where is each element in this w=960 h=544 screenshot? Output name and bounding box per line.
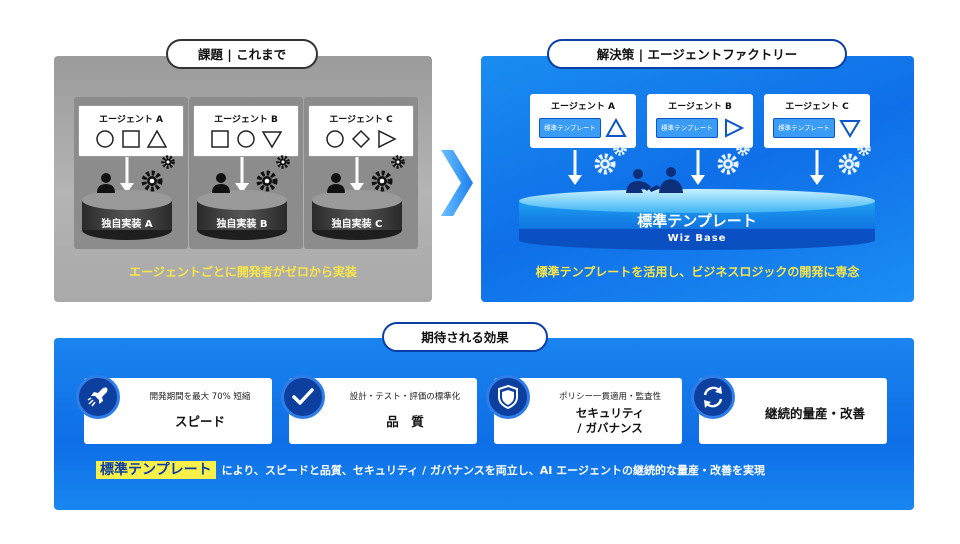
effect-subtitle: 設計・テスト・評価の標準化 [349, 392, 461, 402]
triangle-up-icon [605, 118, 627, 137]
effect-subtitle: 開発期間を最大 70% 短縮 [149, 392, 251, 402]
agent-card-b: エージェント B [193, 105, 299, 157]
agent-name: エージェント C [329, 115, 393, 125]
effect-title: 品 質 [386, 414, 424, 429]
factory-agent-card-a: エージェント A 標準テンプレート [530, 94, 636, 148]
refresh-icon [691, 375, 735, 419]
transition-arrow-icon [441, 150, 473, 216]
legacy-implementation-graphics [82, 155, 405, 240]
summary-text: により、スピードと品質、セキュリティ / ガバナンスを両立し、AI エージェント… [221, 464, 765, 477]
current-state-header: 課題 | これまで [166, 39, 318, 69]
effect-card-security: ポリシー一貫適用・監査性 セキュリティ / ガバナンス [486, 375, 682, 444]
platform-base-label: Wiz Base [667, 233, 727, 244]
rocket-icon [76, 375, 120, 419]
solution-header: 解決策 | エージェントファクトリー [547, 39, 847, 69]
agent-name: エージェント A [99, 115, 163, 125]
agent-name: エージェント B [214, 115, 278, 125]
effect-title: セキュリティ / ガバナンス [575, 406, 645, 435]
template-chip: 標準テンプレート [773, 118, 835, 138]
shield-icon [486, 375, 530, 419]
effect-subtitle: ポリシー一貫適用・監査性 [558, 392, 661, 402]
agent-card-a: エージェント A [78, 105, 184, 157]
factory-agent-card-b: エージェント B 標準テンプレート [647, 94, 753, 148]
effect-card-quality: 設計・テスト・評価の標準化 品 質 [281, 375, 477, 444]
factory-platform-graphics [519, 145, 875, 250]
agent-name: エージェント B [668, 102, 732, 112]
triangle-right-icon [725, 118, 744, 138]
db-label-c: 独自実装 C [331, 219, 383, 230]
template-chip: 標準テンプレート [656, 118, 718, 138]
triangle-down-icon [839, 120, 861, 138]
current-state-caption: エージェントごとに開発者がゼロから実装 [129, 265, 357, 279]
effect-title: スピード [174, 414, 225, 429]
platform-title: 標準テンプレート [637, 212, 757, 230]
agent-name: エージェント A [551, 102, 615, 112]
db-label-a: 独自実装 A [101, 219, 153, 230]
expected-effects-header: 期待される効果 [382, 322, 548, 352]
shape-set-icon [326, 129, 397, 149]
shape-set-icon [96, 129, 167, 148]
effect-card-continuous: 継続的量産・改善 [691, 375, 887, 444]
summary-highlight: 標準テンプレート [96, 461, 216, 479]
effects-summary: 標準テンプレートにより、スピードと品質、セキュリティ / ガバナンスを両立し、A… [96, 459, 896, 479]
shape-set-icon [211, 130, 282, 149]
template-chip: 標準テンプレート [539, 118, 601, 138]
effect-title: 継続的量産・改善 [764, 406, 865, 421]
check-icon [281, 375, 325, 419]
solution-caption: 標準テンプレートを活用し、ビジネスロジックの開発に専念 [535, 265, 860, 279]
agent-card-c: エージェント C [308, 105, 414, 157]
agent-name: エージェント C [785, 102, 849, 112]
effect-card-speed: 開発期間を最大 70% 短縮 スピード [76, 375, 272, 444]
db-label-b: 独自実装 B [216, 219, 268, 230]
factory-agent-card-c: エージェント C 標準テンプレート [764, 94, 870, 148]
